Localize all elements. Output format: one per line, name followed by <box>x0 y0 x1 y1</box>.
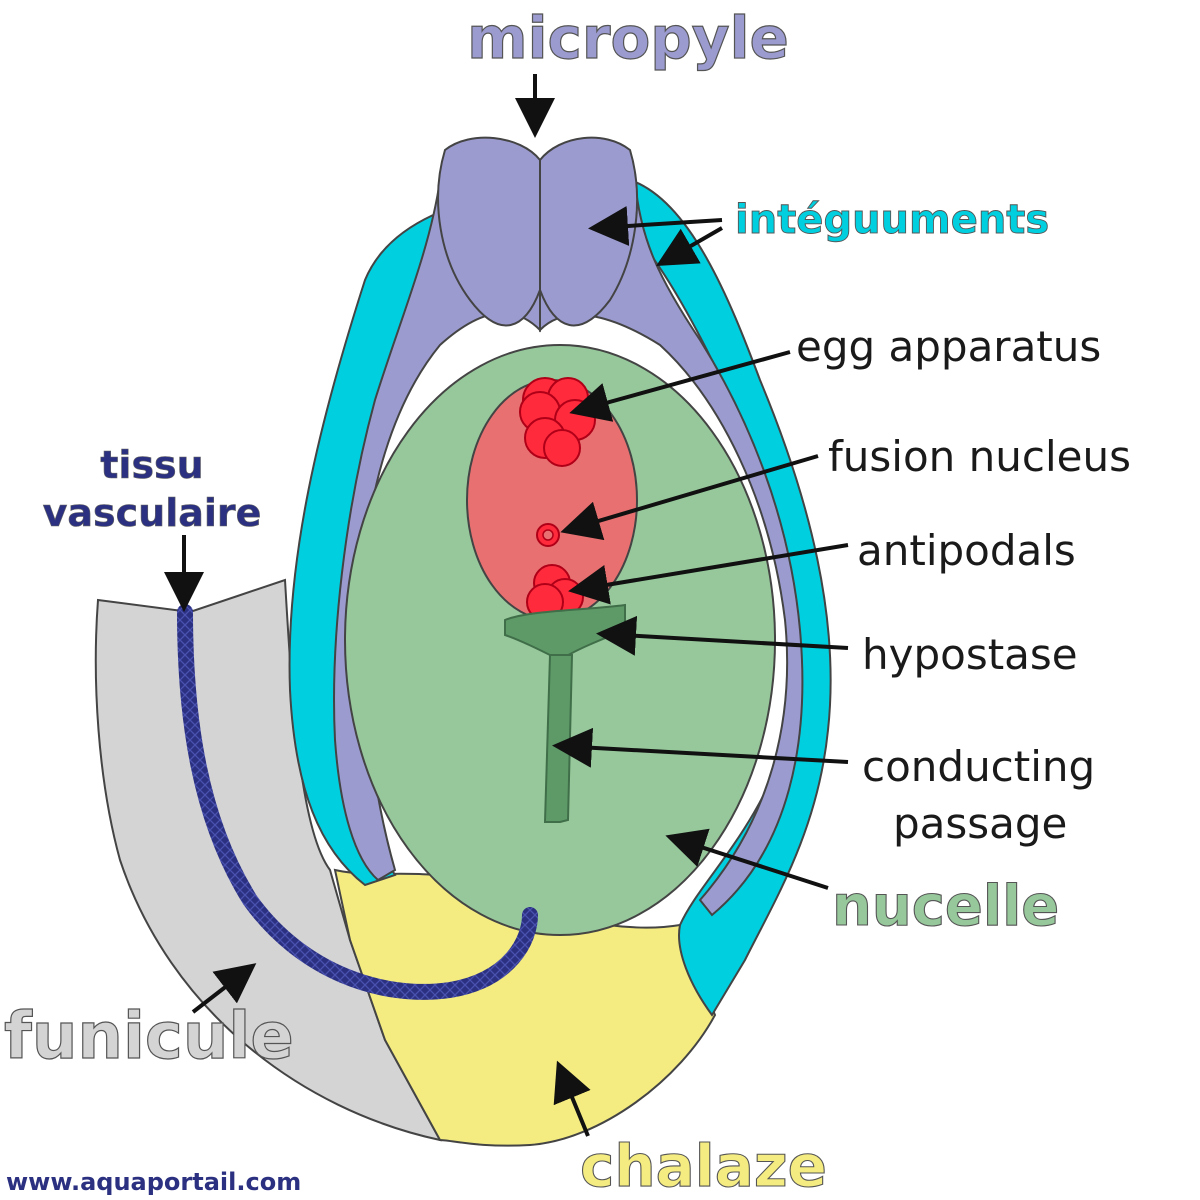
conducting-label: conducting <box>862 742 1095 791</box>
tissu-label: tissu <box>100 443 203 487</box>
funicule-shape <box>94 578 442 1142</box>
micropyle-label: micropyle <box>467 4 789 72</box>
vascular-tissue-shape <box>177 604 538 1000</box>
chalaze-label: chalaze <box>580 1132 827 1200</box>
fusion-nucleus-label: fusion nucleus <box>828 432 1131 481</box>
egg-apparatus-label: egg apparatus <box>796 322 1101 371</box>
conducting-passage-shape <box>543 654 574 823</box>
passage-label: passage <box>893 799 1067 848</box>
fusion-nucleus-cell <box>536 523 560 547</box>
watermark-label: www.aquaportail.com <box>6 1168 301 1196</box>
micropyle-shape <box>437 136 639 327</box>
antipodals-label: antipodals <box>857 526 1076 575</box>
nucelle-label: nucelle <box>832 874 1059 939</box>
label-arrows <box>164 74 849 1137</box>
vasculaire-label: vasculaire <box>43 491 262 535</box>
hypostase-label: hypostase <box>862 630 1078 679</box>
funicule-label: funicule <box>4 1000 294 1074</box>
integuments-label: intéguuments <box>735 197 1049 243</box>
